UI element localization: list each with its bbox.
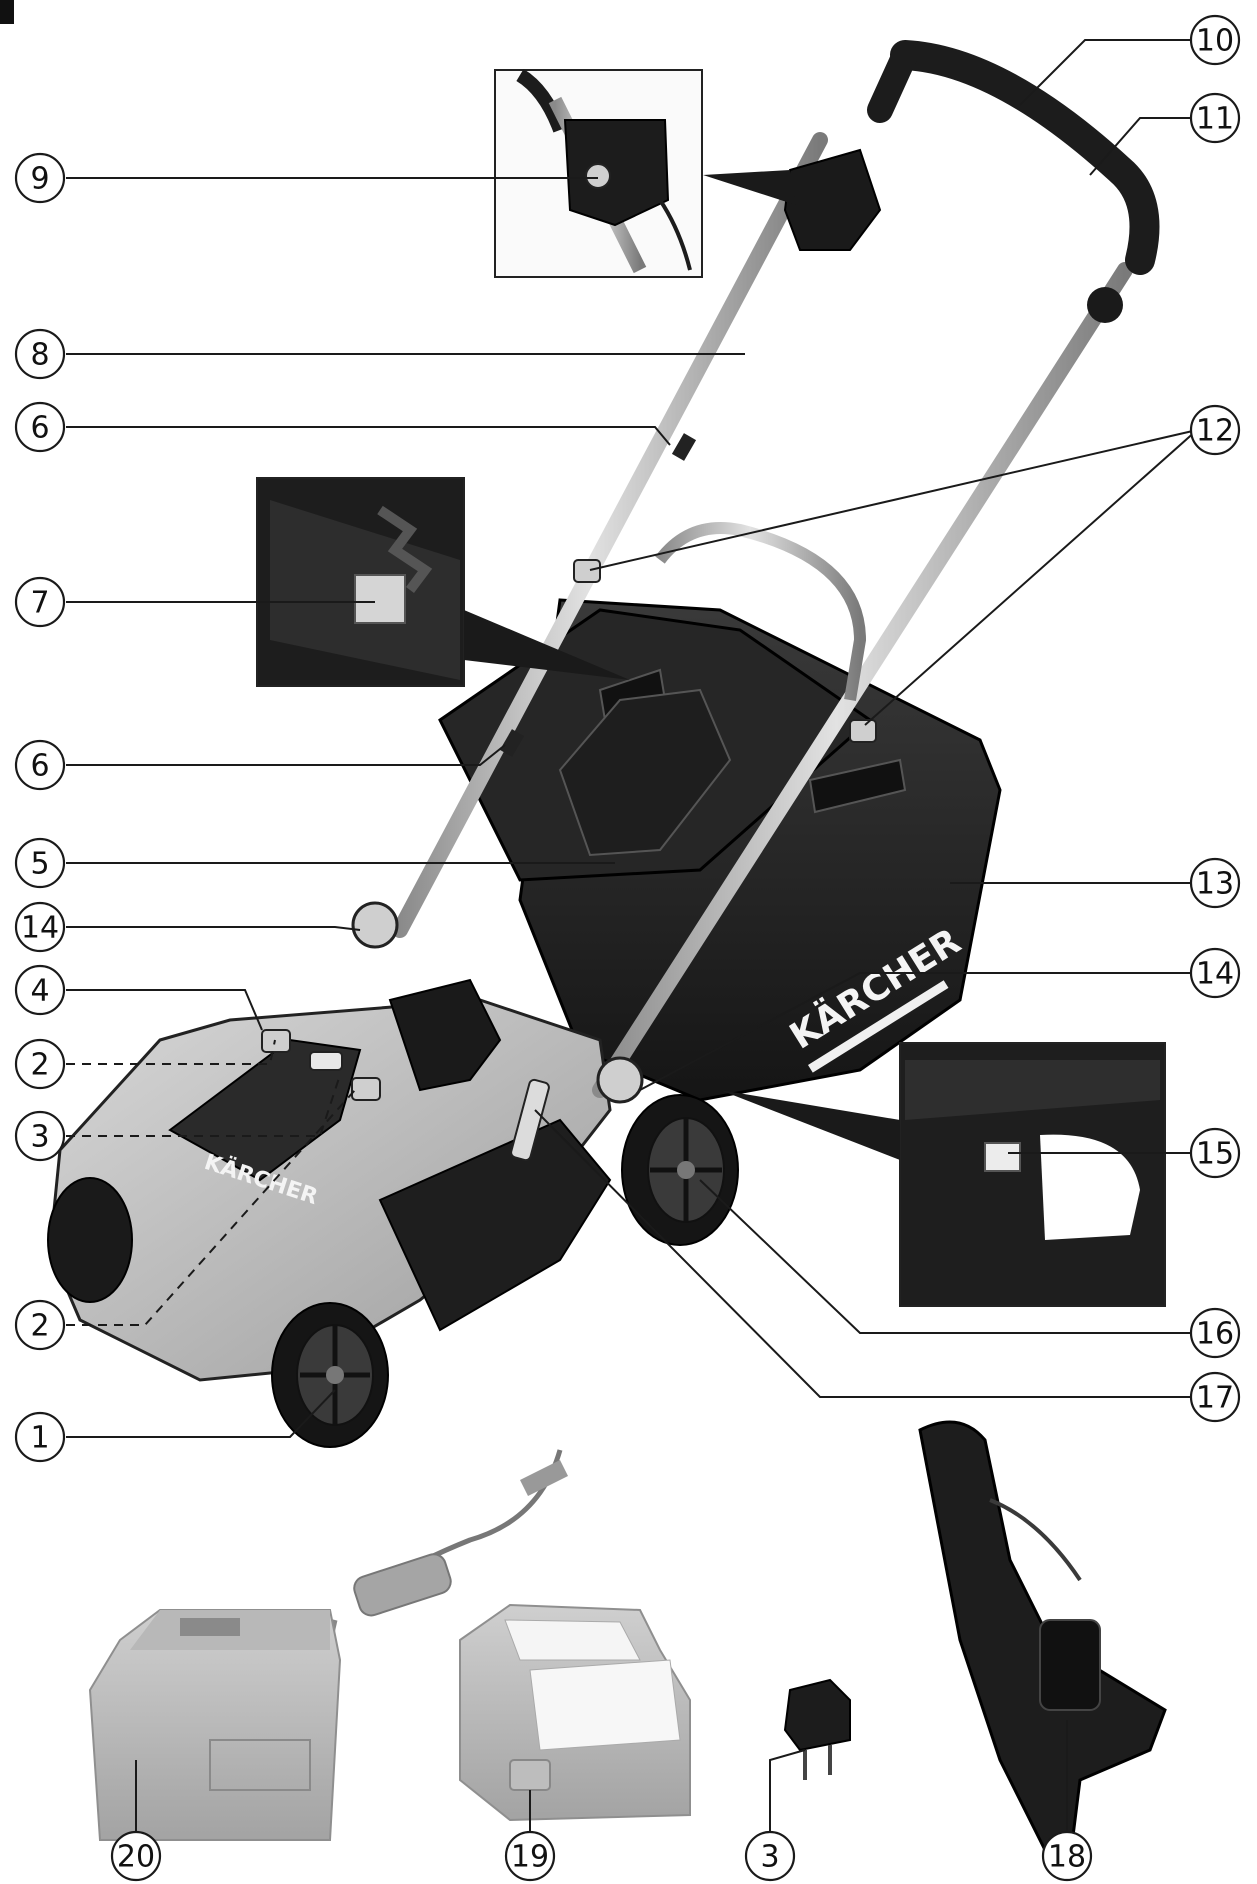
inset-label-detail (256, 477, 630, 687)
quick-release-left (573, 559, 601, 583)
callout-12: 12 (1189, 404, 1241, 456)
svg-text:4: 4 (30, 974, 49, 1009)
callout-16: 16 (1189, 1307, 1241, 1359)
leader-lines (66, 39, 1198, 1840)
front-panel (168, 1038, 362, 1182)
lawn-mower-illustration: KÄRCHER KÄRCHER (47, 40, 1160, 1448)
callout-14-right: 14 (1189, 947, 1241, 999)
battery-accessory (459, 1603, 691, 1822)
callout-19: 19 (504, 1830, 556, 1882)
svg-text:3: 3 (30, 1120, 49, 1155)
svg-text:1: 1 (30, 1421, 49, 1456)
svg-text:20: 20 (117, 1840, 155, 1875)
svg-text:12: 12 (1196, 414, 1234, 449)
svg-text:17: 17 (1196, 1381, 1234, 1416)
svg-text:5: 5 (30, 847, 49, 882)
callout-1: 1 (14, 1411, 66, 1463)
svg-text:19: 19 (511, 1840, 549, 1875)
svg-text:13: 13 (1196, 867, 1234, 902)
svg-text:9: 9 (30, 162, 49, 197)
quick-release-right (849, 719, 877, 743)
control-button-left (261, 1029, 291, 1053)
callout-6-lower: 6 (14, 739, 66, 791)
callout-5: 5 (14, 837, 66, 889)
handle-frame (392, 40, 1160, 1098)
handle-clamp-upper (671, 433, 697, 461)
callout-14-left: 14 (14, 901, 66, 953)
callout-3-mower: 3 (14, 1110, 66, 1162)
battery-compartment-cover (558, 688, 732, 857)
svg-text:8: 8 (30, 338, 49, 373)
height-adjust-lever (510, 1078, 550, 1162)
inset-rear-detail (720, 1042, 1166, 1307)
control-button-right (351, 1077, 381, 1101)
svg-text:2: 2 (30, 1309, 49, 1344)
handle-knob-left (351, 901, 399, 949)
mulching-insert-accessory (918, 1420, 1167, 1862)
start-button (309, 1051, 343, 1071)
svg-text:15: 15 (1196, 1137, 1234, 1172)
grass-box-vent (808, 758, 907, 814)
svg-text:16: 16 (1196, 1317, 1234, 1352)
front-wheel-left (47, 1177, 133, 1303)
switch-box (783, 148, 882, 251)
callout-2-upper: 2 (14, 1038, 66, 1090)
svg-text:14: 14 (21, 911, 59, 946)
front-wheel (271, 1302, 389, 1448)
safety-key-accessory (783, 1678, 851, 1780)
handle-bracket-right (1087, 287, 1123, 323)
callout-3-key: 3 (744, 1830, 796, 1882)
callout-15: 15 (1189, 1127, 1241, 1179)
svg-text:6: 6 (30, 411, 49, 446)
carry-handle (388, 978, 502, 1092)
svg-text:2: 2 (30, 1048, 49, 1083)
rear-wheel (621, 1094, 739, 1246)
callout-9: 9 (14, 152, 66, 204)
callout-17: 17 (1189, 1371, 1241, 1423)
handle-knob-right (596, 1056, 644, 1104)
callout-20: 20 (110, 1830, 162, 1882)
callout-18: 18 (1041, 1830, 1093, 1882)
callout-13: 13 (1189, 857, 1241, 909)
callout-8: 8 (14, 328, 66, 380)
grass-box-brand-bar (808, 980, 949, 1073)
svg-text:3: 3 (760, 1840, 779, 1875)
callout-7: 7 (14, 576, 66, 628)
svg-text:10: 10 (1196, 24, 1234, 59)
svg-text:18: 18 (1048, 1840, 1086, 1875)
svg-text:6: 6 (30, 749, 49, 784)
callout-2-lower: 2 (14, 1299, 66, 1351)
inset-switch-detail (494, 68, 796, 278)
handle-clamp-lower (499, 729, 525, 757)
svg-text:7: 7 (30, 586, 49, 621)
svg-text:14: 14 (1196, 957, 1234, 992)
callout-10: 10 (1189, 14, 1241, 66)
callout-4: 4 (14, 964, 66, 1016)
callout-6-upper: 6 (14, 401, 66, 453)
callouts: 9 8 6 7 6 5 14 4 2 3 2 1 10 11 12 13 14 … (14, 14, 1241, 1882)
callout-11: 11 (1189, 92, 1241, 144)
corner-mark (0, 0, 14, 24)
charger-accessory (88, 1449, 568, 1841)
svg-text:11: 11 (1196, 102, 1234, 137)
